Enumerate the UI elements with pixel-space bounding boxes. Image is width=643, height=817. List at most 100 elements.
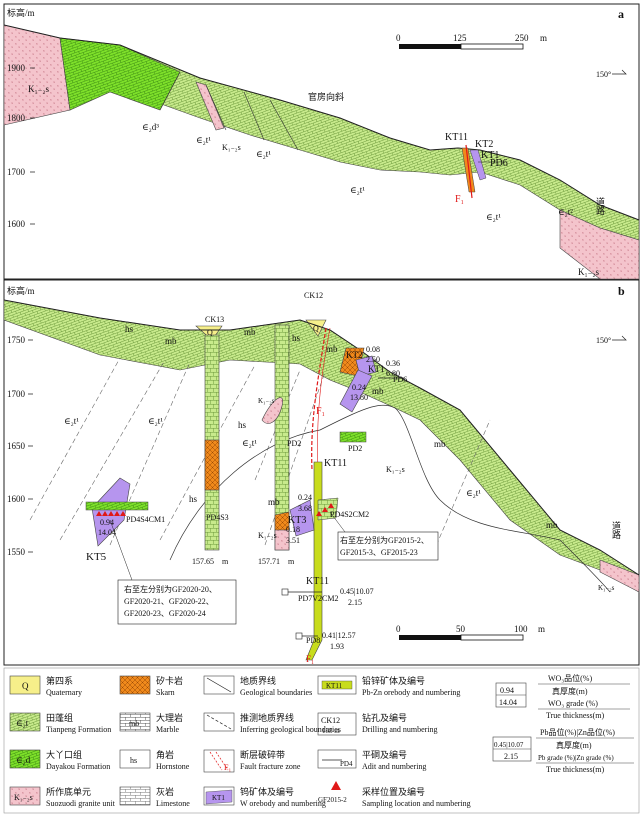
grade-pbzn-en2: True thickness(m) (546, 765, 604, 774)
grade-pbzn-zh1: Pb品位(%)|Zn品位(%) (540, 727, 615, 737)
legend-limestone-en: Limestone (156, 799, 190, 808)
label-b-v1404: 14.04 (98, 528, 116, 537)
legend-sym-q: Q (22, 681, 29, 691)
label-b-mb4: mb (268, 497, 280, 507)
north-arrow-b-icon (612, 335, 627, 341)
label-b-k12s-lens: K₁₋₂s (258, 397, 275, 405)
label-b-ck12: CK12 (304, 291, 323, 300)
legend-granite-zh: 所作底单元 (46, 786, 91, 797)
scale-b-0: 0 (396, 624, 401, 634)
label-b-k12s-center: K₁₋₂s (386, 465, 405, 474)
label-b-pd6: PD6 (393, 375, 407, 384)
y-tick-1600: 1600 (7, 219, 26, 229)
y-tick-1650: 1650 (7, 441, 26, 451)
pd8-marker (295, 632, 303, 640)
legend-swatch-quaternary (9, 675, 41, 695)
label-b-v041: 0.41|12.57 (322, 631, 356, 640)
grade-w-zh2: 真厚度(m) (552, 686, 588, 696)
scale-a-0: 0 (396, 33, 401, 43)
label-b-pd8: PD8 (306, 636, 320, 645)
label-b-kt3: KT3 (288, 515, 306, 526)
label-b-v351: 3.51 (286, 536, 300, 545)
legend-adit-sym: PD4 (340, 760, 353, 768)
legend-swatch-skarn (119, 675, 151, 695)
label-a-k12s-right: K₁₋₂s (578, 267, 600, 277)
scale-b-100: 100 (514, 624, 528, 634)
label-b-q1: Q (207, 328, 213, 337)
pd2-zone-b (339, 431, 367, 443)
panel-b-cross-section: 标高/m 1750 1700 1650 1600 1550 b 150° 0 5… (3, 279, 640, 666)
legend-fault-zh: 断层破碎带 (240, 749, 285, 760)
north-a: 150° (596, 70, 611, 79)
callout-left-leader (109, 519, 133, 581)
legend-hs-zh: 角岩 (156, 749, 174, 760)
north-arrow-icon (612, 69, 627, 75)
label-b-pd7v2cm2: PD7V2CM2 (298, 594, 338, 603)
legend-e2t-en: Tianpeng Formation (46, 725, 111, 734)
f1-fault-a (465, 144, 473, 199)
label-b-hs4: hs (238, 420, 247, 430)
y-tick-1600: 1600 (7, 494, 26, 504)
label-b-v215: 2.15 (348, 598, 362, 607)
label-b-hs2: hs (292, 333, 301, 343)
legend-adit-en: Adit and numbering (362, 762, 426, 771)
label-a-k12s-mid: K₁₋₂s (222, 143, 241, 152)
legend-hs-sym: hs (130, 756, 137, 765)
label-b-kt1: KT1 (368, 364, 385, 374)
legend-pbzn-zh: 铅锌矿体及编号 (362, 675, 425, 686)
legend-w-fill (205, 789, 233, 805)
legend-drill-en: Drilling and numbering (362, 725, 438, 734)
panel-b-letter: b (618, 284, 625, 298)
legend: Q 第四系 Quaternary 矽卡岩 Skarn 地质界线 (3, 667, 640, 814)
label-b-e2t1-mid: ∈₂t¹ (148, 416, 163, 426)
legend-texts: 第四系 Quaternary 矽卡岩 Skarn 地质界线 Geological… (14, 675, 471, 808)
grade-pbzn-zh2: 真厚度(m) (556, 740, 592, 750)
label-b-pd2a: PD2 (287, 439, 301, 448)
label-b-hs1: hs (125, 324, 134, 334)
callout-right-line2: GF2015-3、GF2015-23 (340, 548, 418, 557)
label-a-e2t1-d: ∈₂t¹ (486, 212, 501, 222)
label-b-kt5: KT5 (86, 551, 107, 563)
topography-b (3, 299, 640, 576)
callout-left-line3: GF2020-23、GF2020-24 (124, 609, 206, 618)
topography-a (3, 24, 640, 221)
grade-pbzn-en1: Pb grade (%)|Zn grade (%) (538, 754, 614, 762)
callout-left-line1: 右至左分别为GF2020-20、 (124, 584, 217, 594)
legend-swatch-drill (317, 712, 357, 736)
label-b-depth13: 157.65 (192, 557, 214, 566)
legend-w-zh: 钨矿体及编号 (240, 786, 294, 797)
scale-a-unit: m (540, 33, 547, 43)
y-tick-1900: 1900 (7, 63, 26, 73)
legend-swatch-fault (203, 749, 235, 773)
label-a-syncline: 官房向斜 (308, 91, 344, 102)
label-b-e2t1-right: ∈₂t¹ (466, 488, 481, 498)
y-tick-1750: 1750 (7, 335, 26, 345)
label-a-e2t1-c: ∈₂t¹ (350, 185, 365, 195)
label-b-mb3: mb (326, 344, 338, 354)
label-a-e2t2: ∈₂t² (558, 207, 573, 217)
legend-limestone-zh: 灰岩 (156, 786, 174, 797)
label-b-f1: F₁ (316, 406, 325, 417)
label-b-kt2: KT2 (346, 350, 363, 360)
callout-right-leader (329, 511, 346, 533)
y-axis-label-a: 标高/m (7, 7, 35, 18)
legend-w-en: W orebody and numbering (240, 799, 326, 808)
label-a-road: 道路 (595, 196, 605, 216)
y-tick-1800: 1800 (7, 113, 26, 123)
label-b-v045a: 0.45|10.07 (340, 587, 374, 596)
label-b-mb-upper: mb (434, 439, 446, 449)
y-tick-1700: 1700 (7, 167, 26, 177)
callout-left-line2: GF2020-21、GF2020-22、 (124, 597, 214, 606)
label-a-kt11: KT11 (445, 132, 468, 143)
grade-w-en1: WO₃ grade (%) (548, 699, 598, 708)
grade-w-en2: True thickness(m) (546, 711, 604, 720)
grade-w-v1: 0.94 (500, 686, 514, 695)
label-b-v1380: 13.80 (350, 393, 368, 402)
legend-swatch-marble (119, 712, 151, 732)
label-b-v024b: 0.24 (298, 493, 312, 502)
label-b-pd4s2cm2: PD4S2CM2 (330, 510, 369, 519)
f1-fault-edge-b (317, 327, 331, 471)
legend-e2d-en: Dayakou Formation (46, 762, 110, 771)
legend-infer-en: Inferring geological boundaries (240, 725, 341, 734)
y-tick-1700: 1700 (7, 389, 26, 399)
